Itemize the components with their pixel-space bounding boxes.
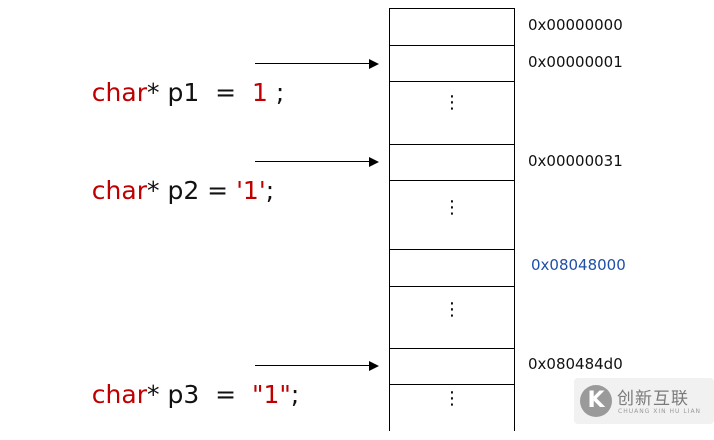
semicolon: ; — [265, 176, 275, 205]
semicolon: ; — [267, 78, 285, 107]
memory-cell — [389, 8, 515, 46]
arrowhead-icon — [369, 361, 379, 371]
assigned-value: "1" — [251, 380, 291, 409]
assigned-value: '1' — [236, 176, 266, 205]
ellipsis: ⋮ — [443, 197, 461, 218]
ellipsis: ⋮ — [443, 92, 461, 113]
memory-cell — [389, 144, 515, 181]
memory-diagram: char* p1 = 1 ; char* p2 = '1'; char* p3 … — [60, 8, 714, 431]
memory-gap — [389, 286, 515, 349]
address-label-highlight: 0x08048000 — [531, 256, 626, 274]
ellipsis: ⋮ — [443, 388, 461, 409]
arrow-p3 — [255, 360, 379, 372]
memory-column: ⋮ ⋮ ⋮ ⋮ — [389, 8, 515, 431]
address-label: 0x00000031 — [528, 152, 623, 170]
arrow-p2 — [255, 156, 379, 168]
memory-cell — [389, 348, 515, 385]
arrowhead-icon — [369, 157, 379, 167]
memory-cell — [389, 45, 515, 82]
logo-text-en: CHUANG XIN HU LIAN — [618, 408, 702, 415]
memory-gap — [389, 81, 515, 145]
variable-name: p1 = — [159, 78, 252, 107]
semicolon: ; — [290, 380, 300, 409]
watermark-logo: K 创新互联 CHUANG XIN HU LIAN — [574, 378, 714, 424]
variable-name: p2 = — [159, 176, 237, 205]
pointer-star: * — [147, 78, 160, 107]
type-keyword: char — [91, 78, 147, 107]
memory-gap — [389, 180, 515, 250]
type-keyword: char — [91, 176, 147, 205]
ellipsis: ⋮ — [443, 299, 461, 320]
logo-icon: K — [580, 385, 612, 417]
address-label: 0x080484d0 — [528, 355, 623, 373]
logo-text-cn: 创新互联 — [617, 389, 689, 409]
memory-cell — [389, 249, 515, 287]
declaration-p2: char* p2 = '1'; — [60, 146, 274, 236]
memory-gap — [389, 384, 515, 431]
arrowhead-icon — [369, 59, 379, 69]
address-label: 0x00000001 — [528, 53, 623, 71]
pointer-star: * — [147, 176, 160, 205]
declaration-p3: char* p3 = "1"; — [60, 350, 300, 440]
declaration-p1: char* p1 = 1 ; — [60, 48, 284, 138]
variable-name: p3 = — [159, 380, 252, 409]
type-keyword: char — [91, 380, 147, 409]
pointer-star: * — [147, 380, 160, 409]
assigned-value: 1 — [251, 78, 268, 107]
arrow-p1 — [255, 58, 379, 70]
address-label: 0x00000000 — [528, 16, 623, 34]
